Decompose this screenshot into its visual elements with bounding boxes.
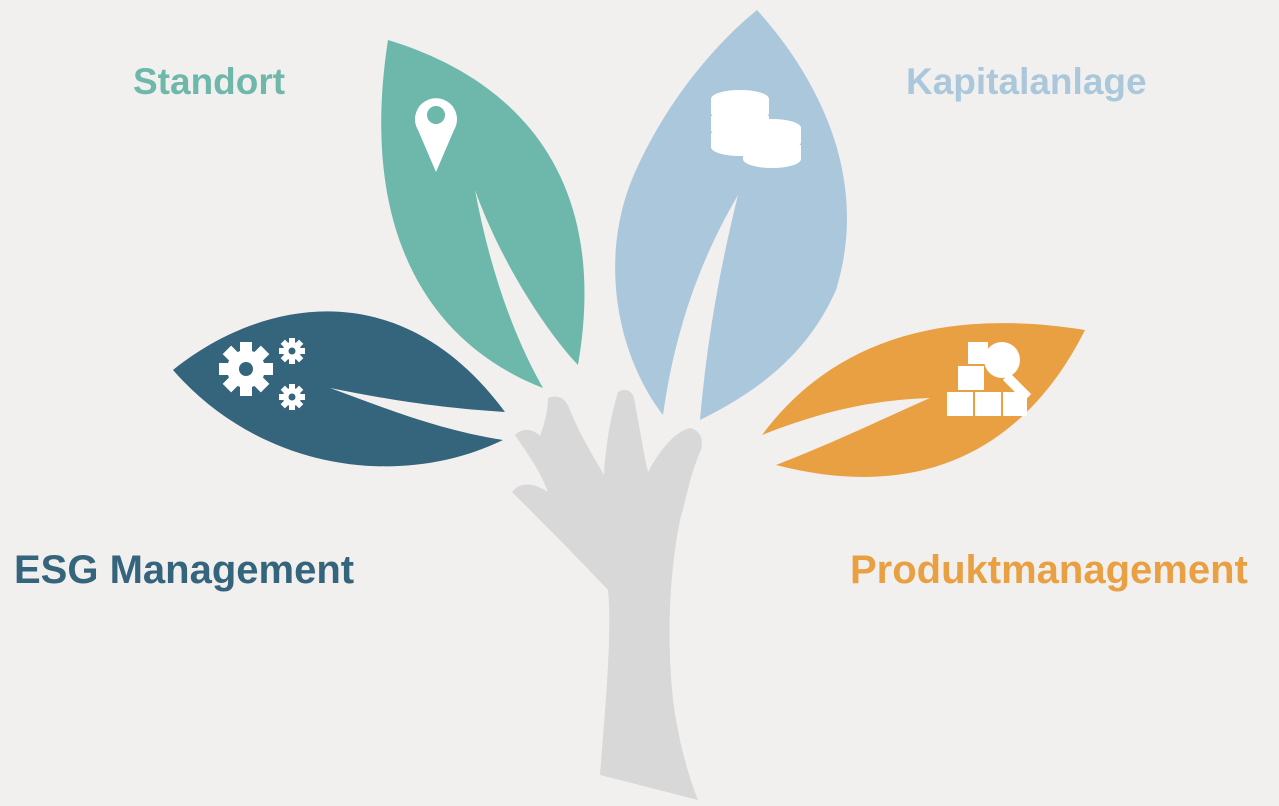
boxes-magnifier-icon (947, 342, 1032, 416)
kapitalanlage-leaf (615, 10, 848, 420)
gears-icon (219, 338, 305, 410)
esg-leaf-shape (173, 311, 505, 467)
standort-label: Standort (133, 61, 286, 102)
location-pin-icon (415, 98, 457, 172)
coins-icon (711, 90, 801, 168)
esg-management-label: ESG Management (14, 548, 355, 592)
trunk-shape (512, 390, 702, 800)
produktmanagement-label: Produktmanagement (850, 548, 1248, 592)
esg-leaf (173, 311, 505, 467)
produkt-leaf-shape (762, 323, 1085, 477)
kapitalanlage-leaf-shape (615, 10, 848, 420)
standort-leaf (381, 40, 585, 388)
produkt-leaf (762, 323, 1085, 477)
hand-trunk (512, 390, 702, 800)
kapitalanlage-label: Kapitalanlage (906, 61, 1147, 102)
